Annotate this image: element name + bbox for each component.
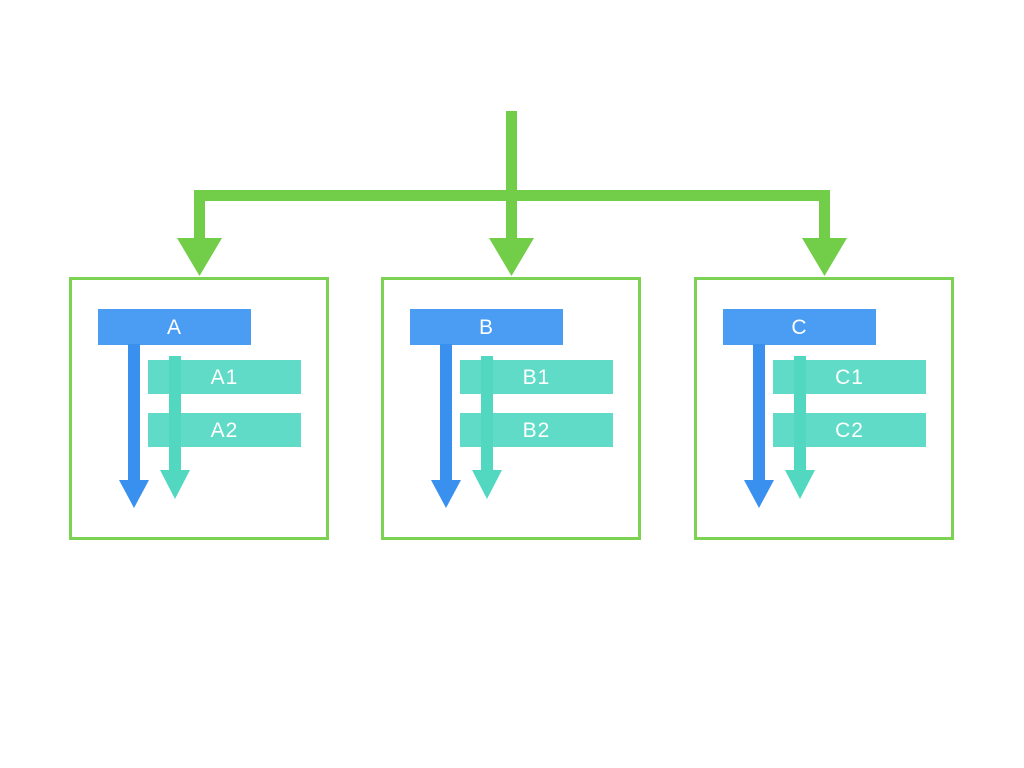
children-c-arrow-stem [794, 356, 806, 471]
node-b2-label: B2 [522, 418, 551, 442]
node-b1-label: B1 [522, 365, 551, 389]
branch-stem-b [506, 190, 517, 240]
branch-stem-a [194, 190, 205, 240]
children-a-arrow-stem [169, 356, 181, 471]
node-c2-label: C2 [835, 418, 864, 442]
node-b-label: B [478, 315, 494, 339]
children-b-arrow-stem [481, 356, 493, 471]
node-a-label: A [166, 315, 182, 339]
children-c-arrowhead [785, 470, 815, 499]
node-b: B [410, 309, 563, 345]
node-c1-label: C1 [835, 365, 864, 389]
node-c: C [723, 309, 876, 345]
branch-arrowhead-b [489, 238, 534, 276]
node-a: A [98, 309, 251, 345]
children-a-arrowhead [160, 470, 190, 499]
branch-stem-c [819, 190, 830, 240]
branch-arrowhead-c [802, 238, 847, 276]
branch-panel-b: B B1 B2 [381, 277, 641, 540]
node-a1-label: A1 [210, 365, 239, 389]
branch-arrowhead-a [177, 238, 222, 276]
node-b-arrow-stem [440, 344, 452, 481]
node-a-arrow-stem [128, 344, 140, 481]
node-a2-label: A2 [210, 418, 239, 442]
branch-panel-c: C C1 C2 [694, 277, 954, 540]
node-c-arrow-stem [753, 344, 765, 481]
branch-panel-a: A A1 A2 [69, 277, 329, 540]
node-c-label: C [791, 315, 808, 339]
node-c-arrowhead [744, 480, 774, 508]
children-b-arrowhead [472, 470, 502, 499]
node-b-arrowhead [431, 480, 461, 508]
node-a-arrowhead [119, 480, 149, 508]
trunk-line [506, 111, 517, 201]
